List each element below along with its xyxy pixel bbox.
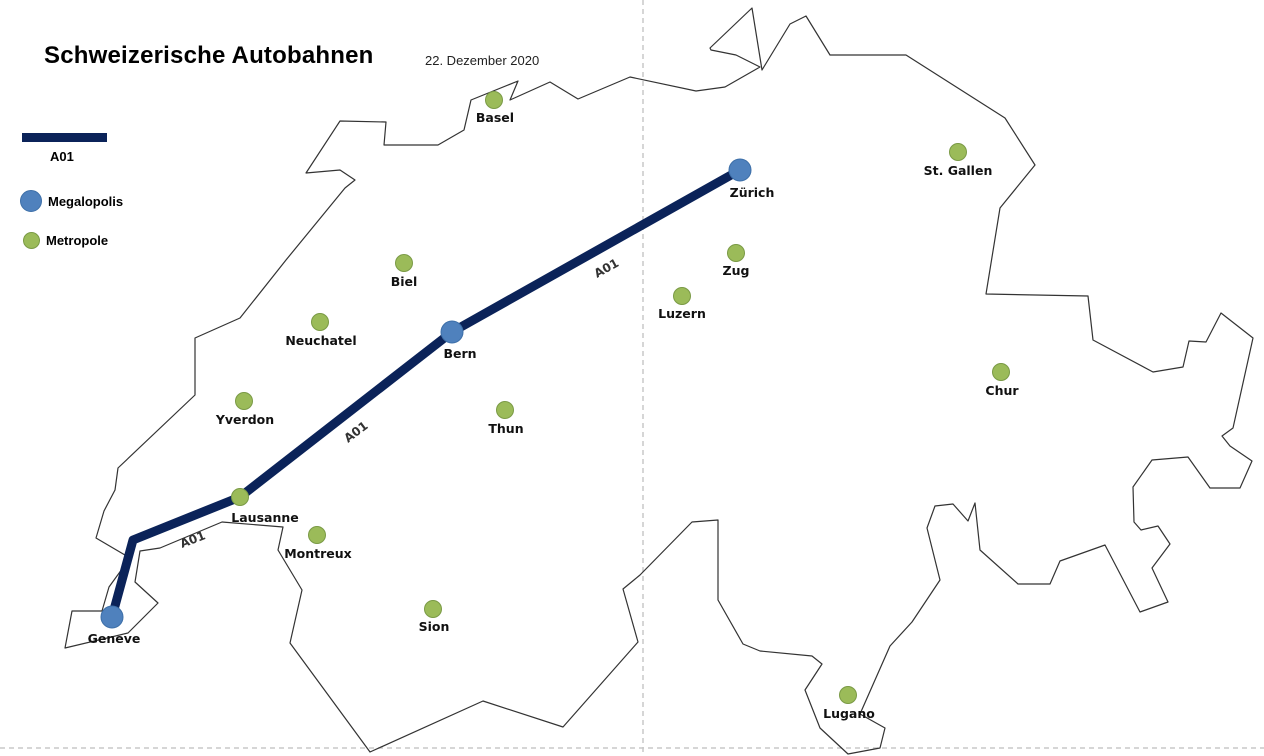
metropole-marker [839,686,857,704]
city-label: Chur [985,383,1019,398]
city-st-gallen[interactable]: St. Gallen [924,143,993,179]
metropole-marker [949,143,967,161]
city-label: Sion [419,619,450,634]
legend-metropole-label: Metropole [46,233,109,248]
city-label: Lausanne [231,510,298,525]
city-luzern[interactable]: Luzern [658,287,706,322]
city-label: Thun [488,421,523,436]
metropole-marker [485,91,503,109]
city-montreux[interactable]: Montreux [284,526,352,562]
city-label: Lugano [823,706,875,721]
metropole-marker [235,392,253,410]
city-label: Basel [476,110,514,125]
metropole-marker [395,254,413,272]
city-zug[interactable]: Zug [723,244,750,279]
metropole-marker [311,313,329,331]
city-chur[interactable]: Chur [985,363,1019,399]
megalopolis-marker [100,605,124,629]
city-label: St. Gallen [924,163,993,178]
city-label: Biel [391,274,418,289]
city-lugano[interactable]: Lugano [823,686,875,722]
city-sion[interactable]: Sion [419,600,450,635]
city-label: Montreux [284,546,352,561]
city-label: Zürich [730,185,775,200]
city-thun[interactable]: Thun [488,401,524,437]
legend-megalopolis-label: Megalopolis [48,193,124,209]
city-label: Zug [723,263,750,278]
city-bern[interactable]: Bern [440,320,477,361]
map-date: 22. Dezember 2020 [425,53,540,68]
legend-road-swatch [22,133,107,142]
city-label: Yverdon [215,412,274,427]
city-biel[interactable]: Biel [391,254,418,290]
city-label: Bern [443,346,476,361]
metropole-marker [727,244,745,262]
switzerland-border [64,7,1254,755]
metropole-marker [673,287,691,305]
city-neuchatel[interactable]: Neuchatel [285,313,357,349]
metropole-marker [308,526,326,544]
city-lausanne[interactable]: Lausanne [231,488,299,526]
road-a01[interactable] [107,166,743,619]
legend-road-label: A01 [50,149,74,164]
city-basel[interactable]: Basel [476,91,514,126]
metropole-marker [231,488,249,506]
road-label-a01-geneve-lausanne: A01 [178,528,207,550]
legend-metropole: Metropole [20,232,108,249]
city-label: Luzern [658,306,706,321]
metropole-marker [496,401,514,419]
megalopolis-marker [728,158,752,182]
city-zuerich[interactable]: Zürich [728,158,775,200]
metropole-legend-marker [23,232,40,249]
megalopolis-marker [440,320,464,344]
road-label-a01-lausanne-bern: A01 [341,419,370,446]
city-label: Neuchatel [285,333,356,348]
road-label-a01-bern-zuerich: A01 [592,256,622,281]
city-geneve[interactable]: Geneve [88,605,141,646]
megalopolis-legend-marker [20,190,42,212]
city-label: Geneve [88,631,141,646]
city-yverdon[interactable]: Yverdon [215,392,274,428]
metropole-marker [992,363,1010,381]
metropole-marker [424,600,442,618]
legend-megalopolis: Megalopolis [20,190,123,212]
map-title: Schweizerische Autobahnen [44,42,374,69]
